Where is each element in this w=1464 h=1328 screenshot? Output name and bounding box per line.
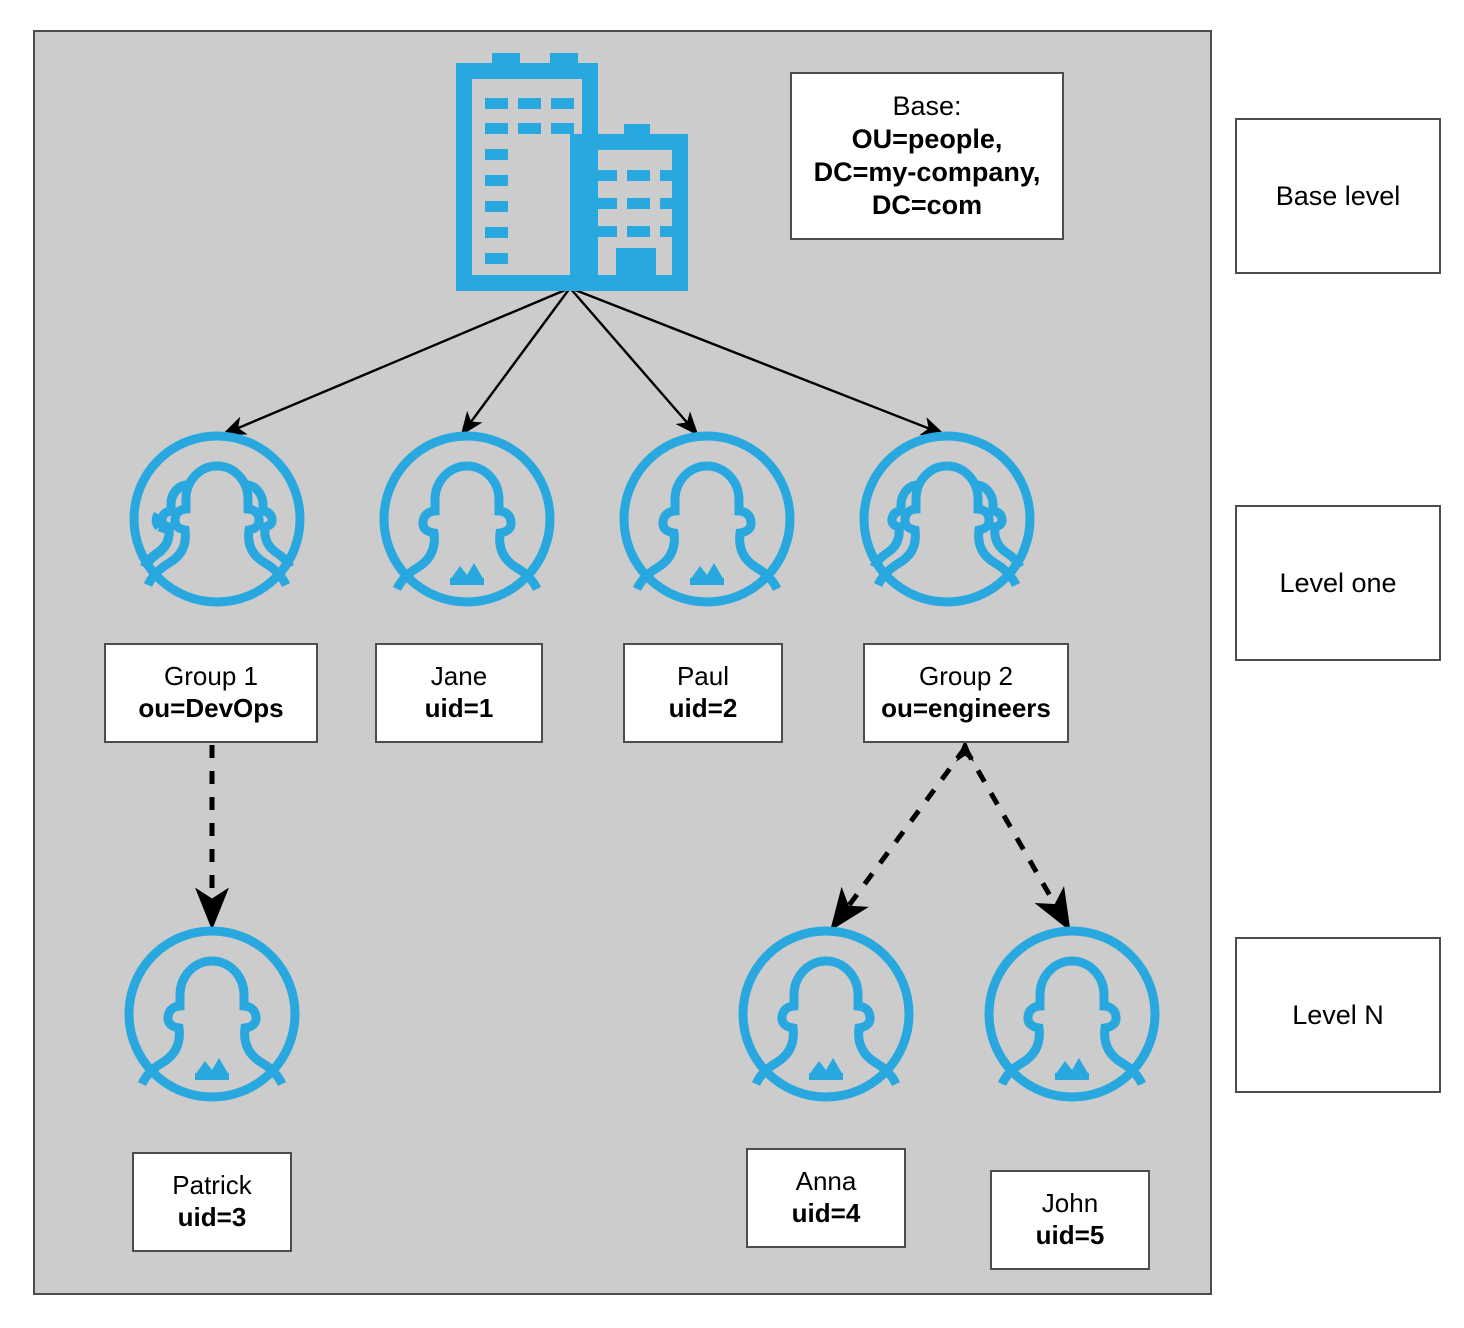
- person-icon: [618, 430, 796, 608]
- node-attribute: uid=5: [1035, 1220, 1105, 1250]
- person-icon: [737, 925, 915, 1103]
- legend-label: Level N: [1292, 999, 1384, 1030]
- legend-level-one: Level one: [1235, 505, 1441, 661]
- node-label-group2: Group 2 ou=engineers: [863, 643, 1069, 743]
- node-label-jane: Jane uid=1: [375, 643, 543, 743]
- legend-label: Base level: [1275, 180, 1401, 211]
- node-attribute: ou=DevOps: [138, 693, 284, 723]
- node-attribute: uid=3: [177, 1202, 247, 1232]
- node-name: Jane: [430, 661, 488, 692]
- node-attribute: uid=1: [424, 693, 494, 723]
- node-label-group1: Group 1 ou=DevOps: [104, 643, 318, 743]
- node-label-paul: Paul uid=2: [623, 643, 783, 743]
- node-name: Group 2: [919, 661, 1013, 692]
- node-name: John: [1041, 1188, 1099, 1219]
- node-label-anna: Anna uid=4: [746, 1148, 906, 1248]
- node-name: Patrick: [172, 1170, 252, 1201]
- legend-label: Level one: [1279, 567, 1397, 598]
- base-dn-line-3: DC=my-company,: [813, 157, 1041, 187]
- person-icon: [123, 925, 301, 1103]
- node-label-john: John uid=5: [990, 1170, 1150, 1270]
- base-dn-box: Base: OU=people, DC=my-company, DC=com: [790, 72, 1064, 240]
- base-dn-line-1: Base:: [892, 91, 962, 122]
- legend-base-level: Base level: [1235, 118, 1441, 274]
- node-attribute: ou=engineers: [881, 693, 1051, 723]
- person-icon: [378, 430, 556, 608]
- legend-level-n: Level N: [1235, 937, 1441, 1093]
- office-building-icon: [452, 46, 692, 291]
- node-attribute: uid=4: [791, 1198, 861, 1228]
- base-dn-line-2: OU=people,: [851, 124, 1003, 155]
- group-of-people-icon: [858, 430, 1036, 608]
- group-of-people-icon: [128, 430, 306, 608]
- node-name: Anna: [795, 1166, 857, 1197]
- node-name: Group 1: [164, 661, 258, 692]
- node-name: Paul: [676, 661, 730, 692]
- node-label-patrick: Patrick uid=3: [132, 1152, 292, 1252]
- base-dn-line-4: DC=com: [871, 189, 983, 220]
- person-icon: [983, 925, 1161, 1103]
- node-attribute: uid=2: [668, 693, 738, 723]
